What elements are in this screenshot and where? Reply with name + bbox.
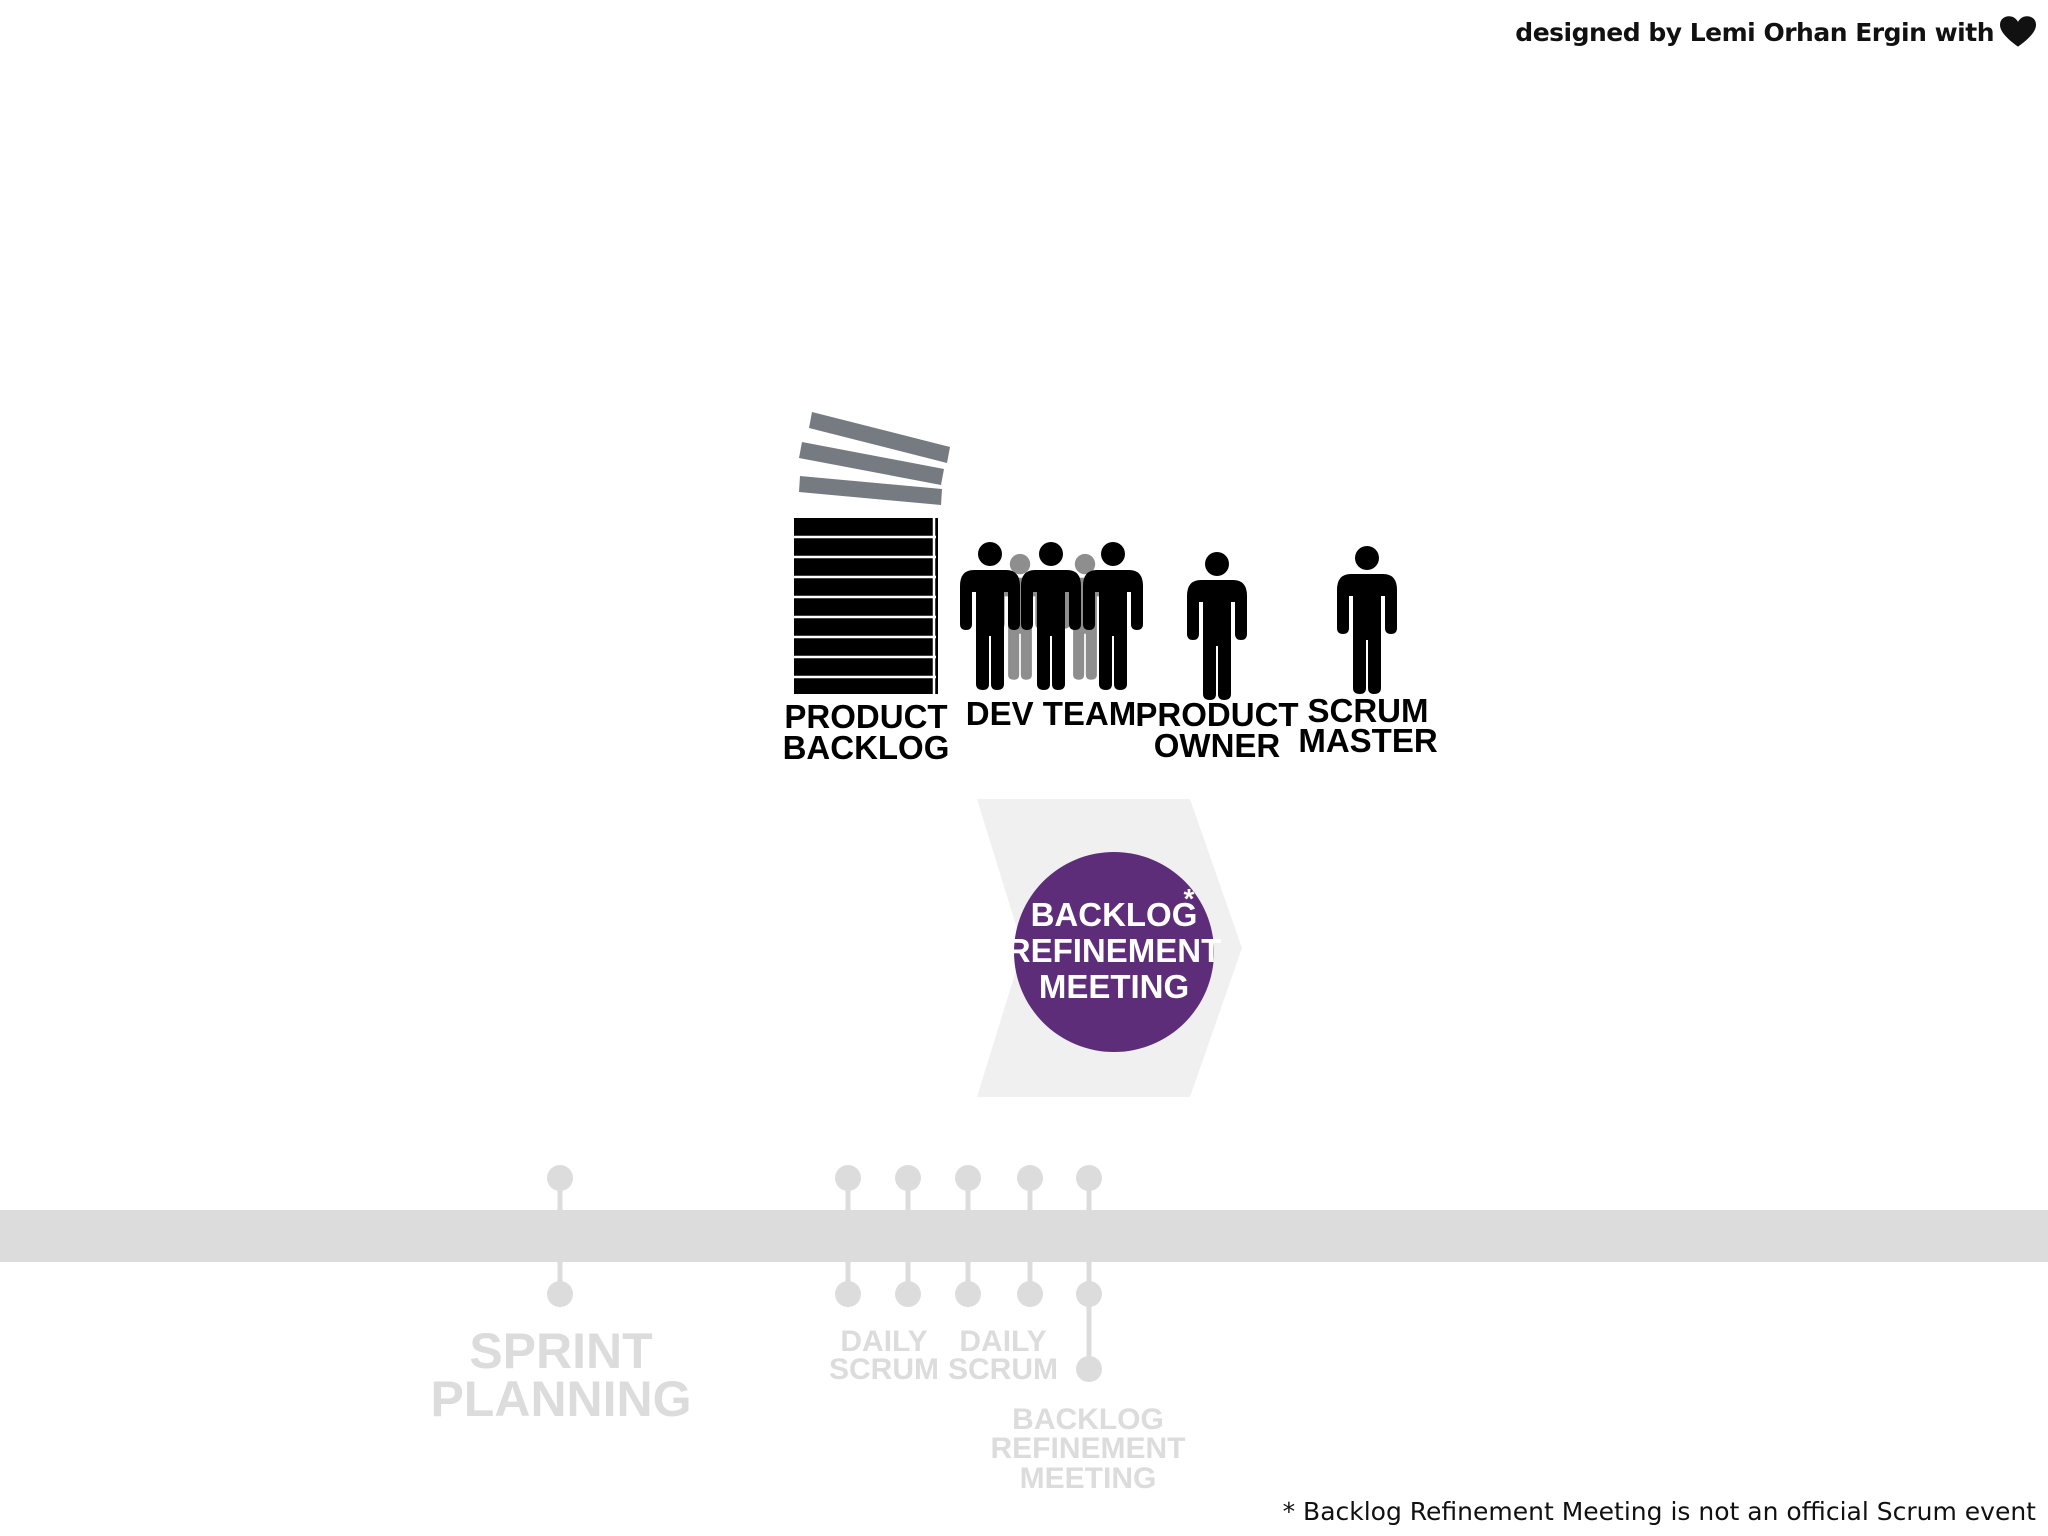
daily-scrum-2-label-2: SCRUM <box>948 1353 1058 1386</box>
dev-team-icon <box>960 542 1143 690</box>
highlight-label-2: REFINEMENT <box>1007 932 1222 969</box>
sprint-planning-label-2: PLANNING <box>430 1371 691 1427</box>
daily-scrum-1-label-1: DAILY <box>840 1325 927 1358</box>
daily-scrum-2-label-1: DAILY <box>959 1325 1046 1358</box>
backlog-refinement-timeline-label-3: MEETING <box>1020 1462 1157 1495</box>
asterisk-mark: * <box>1184 883 1195 914</box>
backlog-refinement-circle <box>1014 852 1214 1052</box>
scrum-master-icon <box>1337 546 1397 694</box>
product-backlog-icon <box>794 412 950 694</box>
footnote: * Backlog Refinement Meeting is not an o… <box>1282 1497 2036 1526</box>
credit-text: designed by Lemi Orhan Ergin with <box>1515 17 1994 47</box>
product-backlog-label-1: PRODUCT <box>784 698 947 735</box>
product-owner-icon <box>1187 552 1247 700</box>
daily-scrum-1-label-2: SCRUM <box>829 1353 939 1386</box>
heart-icon <box>2000 16 2036 47</box>
backlog-refinement-timeline-label-2: REFINEMENT <box>991 1432 1186 1465</box>
sprint-planning-label-1: SPRINT <box>469 1323 652 1379</box>
product-owner-label-1: PRODUCT <box>1135 696 1298 733</box>
dev-team-label: DEV TEAM <box>966 695 1137 732</box>
designer-credit: designed by Lemi Orhan Ergin with <box>1515 16 2036 48</box>
highlight-label-1: BACKLOG <box>1031 896 1198 933</box>
highlight-label-3: MEETING <box>1039 968 1189 1005</box>
product-backlog-label-2: BACKLOG <box>783 729 950 766</box>
product-owner-label-2: OWNER <box>1154 727 1281 764</box>
scrum-master-label-1: SCRUM <box>1308 692 1429 729</box>
scrum-master-label-2: MASTER <box>1298 722 1438 759</box>
backlog-refinement-timeline-label-1: BACKLOG <box>1012 1403 1164 1436</box>
sprint-timeline <box>0 1165 2048 1382</box>
